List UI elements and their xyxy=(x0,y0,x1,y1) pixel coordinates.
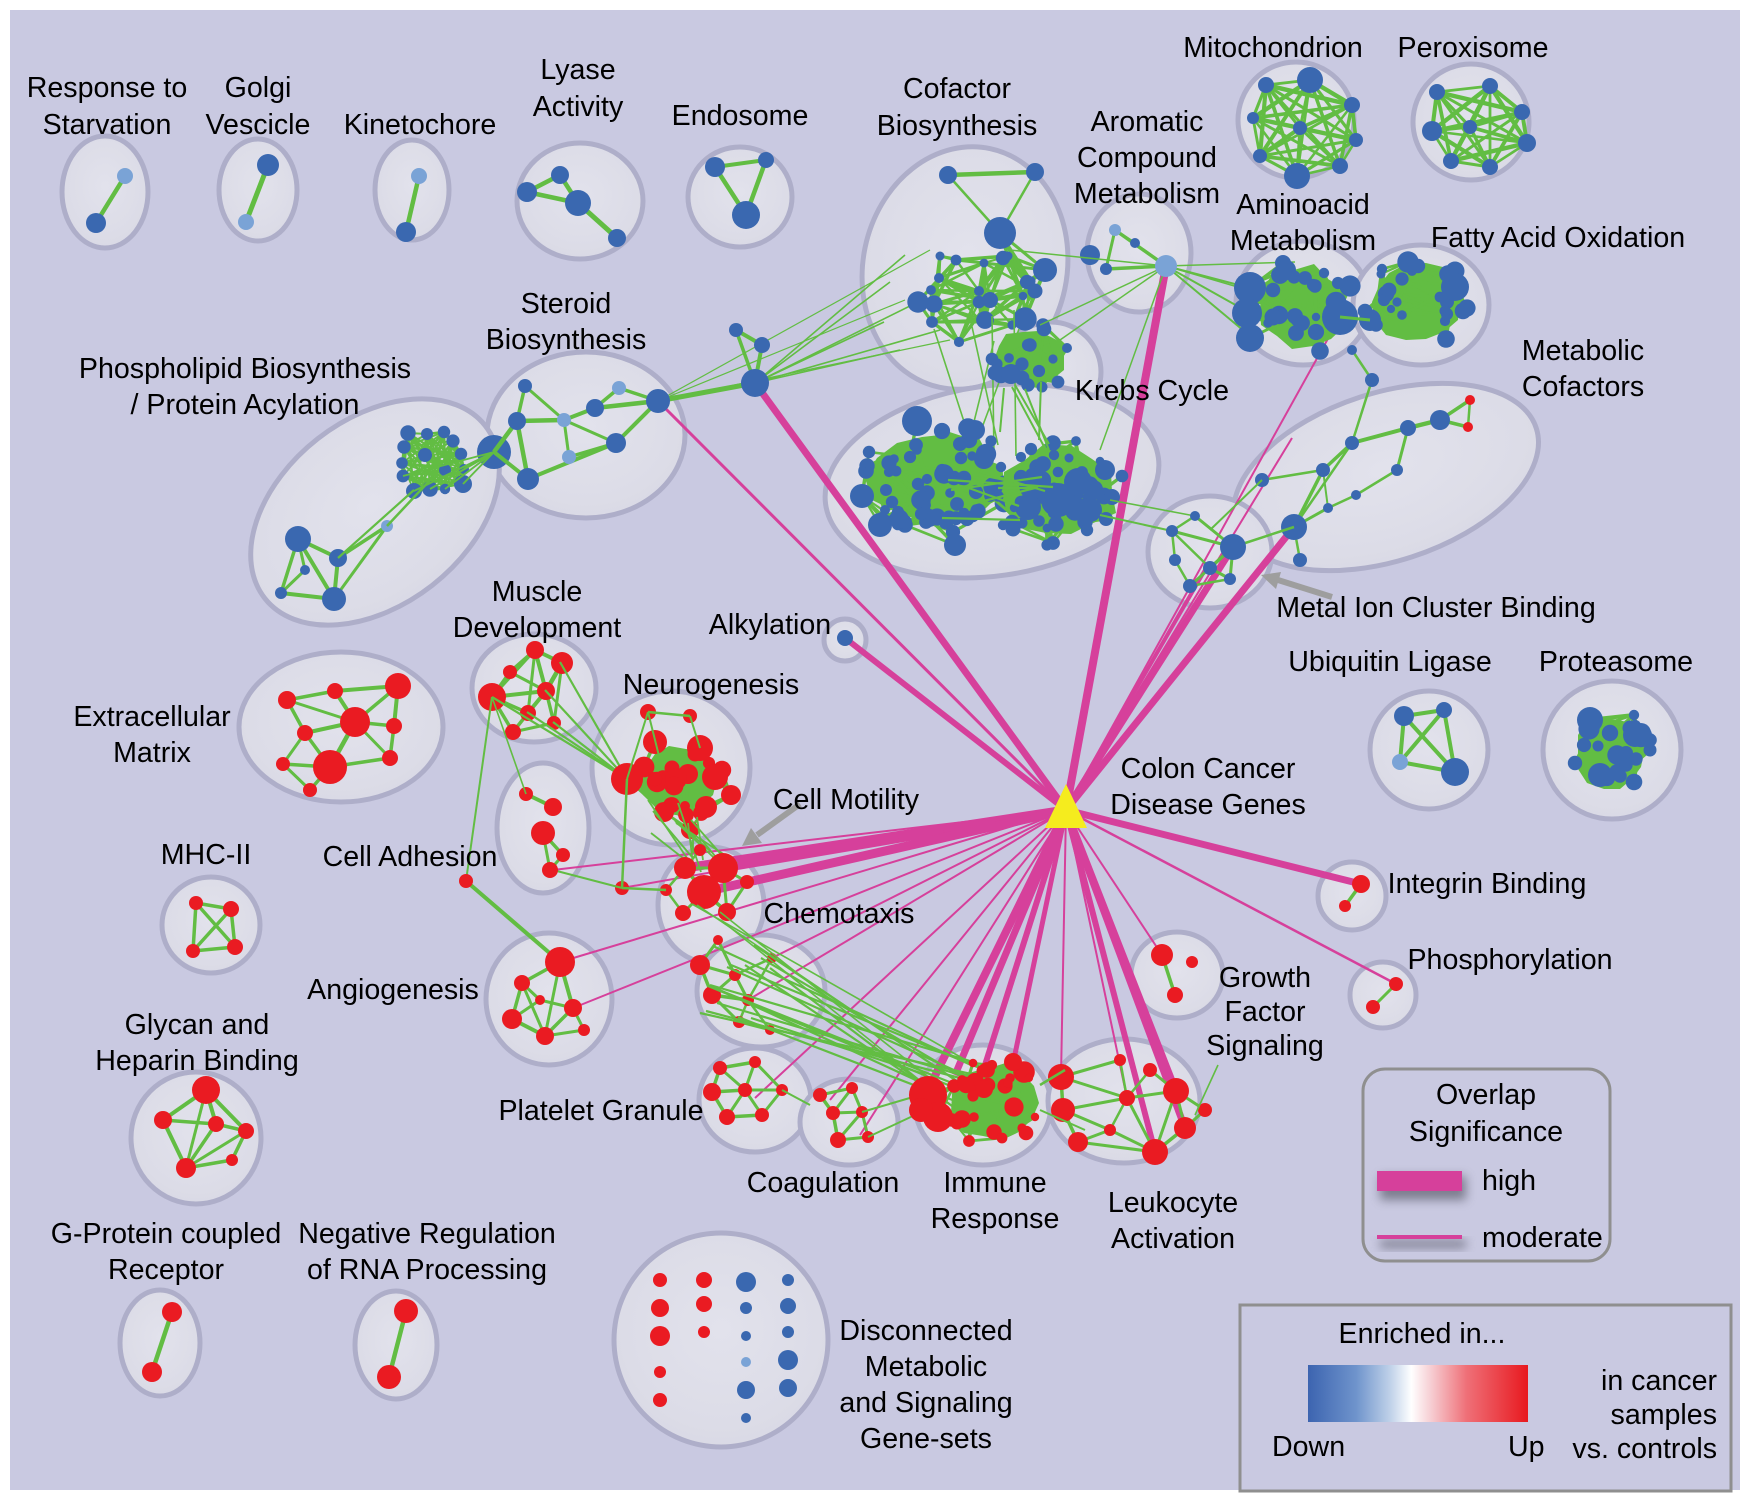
svg-text:Metabolic: Metabolic xyxy=(1522,335,1644,367)
svg-text:and Signaling: and Signaling xyxy=(839,1387,1012,1419)
svg-text:Alkylation: Alkylation xyxy=(709,609,831,641)
svg-text:Fatty Acid Oxidation: Fatty Acid Oxidation xyxy=(1431,222,1685,254)
svg-text:Factor: Factor xyxy=(1224,996,1306,1028)
svg-text:Growth: Growth xyxy=(1219,962,1311,994)
svg-text:Coagulation: Coagulation xyxy=(747,1167,900,1199)
svg-text:Response: Response xyxy=(931,1203,1060,1235)
svg-text:Metabolic: Metabolic xyxy=(865,1351,987,1383)
svg-text:Extracellular: Extracellular xyxy=(73,701,231,733)
svg-text:Aminoacid: Aminoacid xyxy=(1236,189,1370,221)
svg-text:Neurogenesis: Neurogenesis xyxy=(623,669,799,701)
svg-text:Aromatic: Aromatic xyxy=(1091,106,1204,138)
svg-text:Immune: Immune xyxy=(943,1167,1046,1199)
svg-text:Phosphorylation: Phosphorylation xyxy=(1407,944,1612,976)
svg-text:Disconnected: Disconnected xyxy=(839,1315,1012,1347)
svg-text:Mitochondrion: Mitochondrion xyxy=(1183,32,1363,64)
svg-text:Endosome: Endosome xyxy=(672,100,809,132)
svg-text:Golgi: Golgi xyxy=(225,72,292,104)
svg-text:MHC-II: MHC-II xyxy=(161,839,252,871)
svg-text:Cell Motility: Cell Motility xyxy=(773,784,920,816)
svg-text:Krebs Cycle: Krebs Cycle xyxy=(1075,375,1229,407)
svg-text:in cancer: in cancer xyxy=(1601,1365,1718,1397)
svg-text:Phospholipid Biosynthesis: Phospholipid Biosynthesis xyxy=(79,353,411,385)
svg-text:Steroid: Steroid xyxy=(521,288,612,320)
svg-text:Enriched in...: Enriched in... xyxy=(1339,1318,1506,1350)
svg-text:moderate: moderate xyxy=(1482,1222,1603,1254)
svg-text:Matrix: Matrix xyxy=(113,737,191,769)
svg-text:Colon Cancer: Colon Cancer xyxy=(1121,753,1296,785)
svg-text:Chemotaxis: Chemotaxis xyxy=(764,898,915,930)
svg-text:Activation: Activation xyxy=(1111,1223,1235,1255)
svg-text:Gene-sets: Gene-sets xyxy=(860,1423,992,1455)
svg-text:Metal Ion Cluster Binding: Metal Ion Cluster Binding xyxy=(1276,592,1595,624)
svg-text:of RNA Processing: of RNA Processing xyxy=(307,1254,547,1286)
svg-text:samples: samples xyxy=(1611,1399,1717,1431)
svg-text:Peroxisome: Peroxisome xyxy=(1398,32,1549,64)
svg-text:Receptor: Receptor xyxy=(108,1254,225,1286)
svg-text:Cofactors: Cofactors xyxy=(1522,371,1644,403)
svg-text:Negative Regulation: Negative Regulation xyxy=(298,1218,556,1250)
svg-text:Heparin Binding: Heparin Binding xyxy=(95,1045,298,1077)
svg-text:Platelet Granule: Platelet Granule xyxy=(498,1095,703,1127)
svg-text:Overlap: Overlap xyxy=(1436,1079,1536,1111)
svg-text:G-Protein coupled: G-Protein coupled xyxy=(51,1218,281,1250)
svg-text:Muscle: Muscle xyxy=(492,576,583,608)
svg-text:Up: Up xyxy=(1508,1431,1545,1463)
svg-text:Compound: Compound xyxy=(1077,142,1217,174)
svg-text:Response to: Response to xyxy=(27,72,188,104)
svg-text:Angiogenesis: Angiogenesis xyxy=(307,974,479,1006)
svg-text:vs. controls: vs. controls xyxy=(1572,1433,1717,1465)
svg-text:Leukocyte: Leukocyte xyxy=(1108,1187,1238,1219)
svg-text:Development: Development xyxy=(453,612,622,644)
svg-text:high: high xyxy=(1482,1165,1536,1197)
svg-text:Glycan and: Glycan and xyxy=(125,1009,270,1041)
svg-text:Metabolism: Metabolism xyxy=(1074,178,1220,210)
svg-text:Biosynthesis: Biosynthesis xyxy=(877,110,1038,142)
svg-text:Lyase: Lyase xyxy=(540,54,615,86)
svg-text:Kinetochore: Kinetochore xyxy=(344,109,497,141)
svg-text:Starvation: Starvation xyxy=(43,109,172,141)
svg-text:Cell Adhesion: Cell Adhesion xyxy=(323,841,498,873)
svg-text:Ubiquitin Ligase: Ubiquitin Ligase xyxy=(1288,646,1491,678)
svg-text:Disease Genes: Disease Genes xyxy=(1110,789,1306,821)
svg-text:Vescicle: Vescicle xyxy=(206,109,311,141)
svg-text:Activity: Activity xyxy=(533,91,624,123)
svg-text:Significance: Significance xyxy=(1409,1116,1563,1148)
svg-text:/ Protein Acylation: / Protein Acylation xyxy=(131,389,360,421)
svg-text:Down: Down xyxy=(1272,1431,1345,1463)
svg-text:Signaling: Signaling xyxy=(1206,1030,1324,1062)
svg-text:Integrin Binding: Integrin Binding xyxy=(1388,868,1587,900)
svg-text:Metabolism: Metabolism xyxy=(1230,225,1376,257)
svg-text:Cofactor: Cofactor xyxy=(903,73,1012,105)
svg-text:Proteasome: Proteasome xyxy=(1539,646,1693,678)
svg-text:Biosynthesis: Biosynthesis xyxy=(486,324,647,356)
